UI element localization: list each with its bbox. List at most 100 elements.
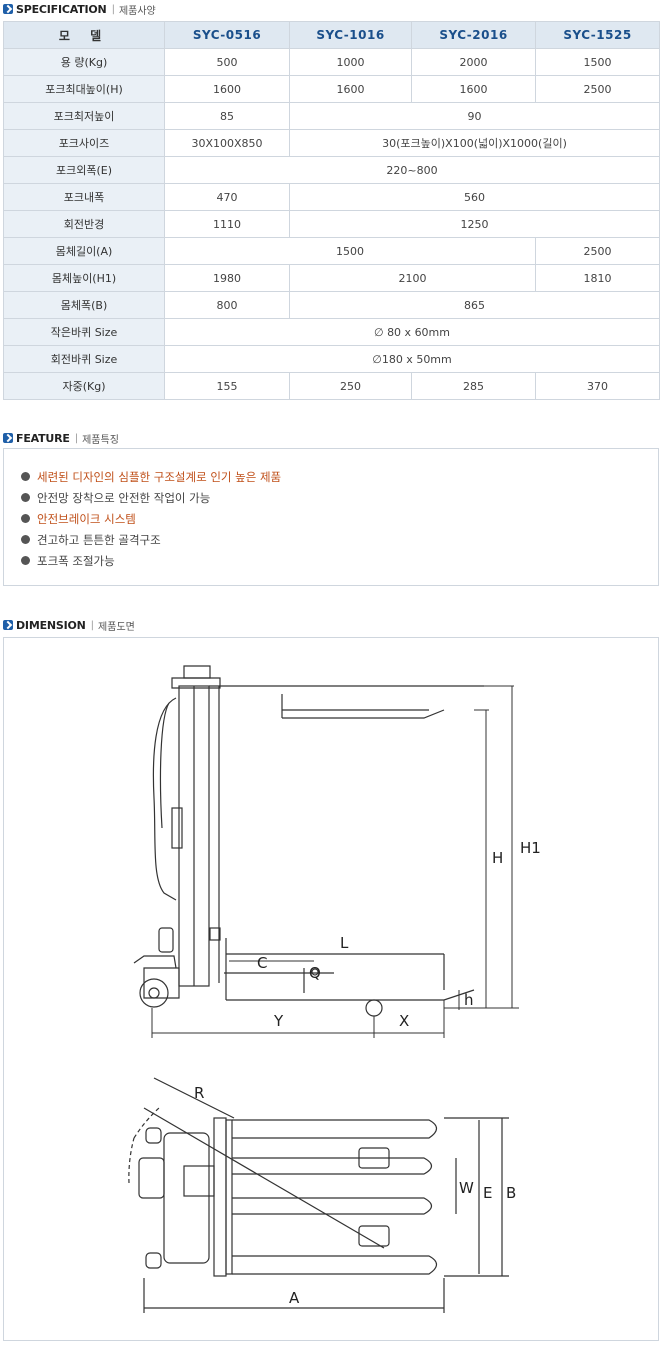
row-label: 회전바퀴 Size	[3, 345, 165, 373]
cell: 90	[289, 102, 660, 130]
spec-row-fork-min-height: 포크최저높이 85 90	[3, 102, 660, 130]
cell: 30(포크높이)X100(넓이)X1000(길이)	[289, 129, 660, 157]
label-a: A	[289, 1289, 300, 1307]
cell: 470	[164, 183, 290, 211]
model-name: SYC-2016	[411, 21, 536, 49]
row-label: 회전반경	[3, 210, 165, 238]
cell: 1600	[289, 75, 412, 103]
feature-item: 세련된 디자인의 심플한 구조설계로 인기 높은 제품	[21, 466, 281, 487]
feature-text: 안전브레이크 시스템	[37, 511, 136, 526]
label-e: E	[483, 1184, 492, 1202]
label-l: L	[340, 934, 349, 952]
dimension-lines	[151, 685, 519, 1038]
label-w: W	[459, 1179, 474, 1197]
feature-text: 안전망 장착으로 안전한 작업이 가능	[37, 490, 211, 505]
spec-row-turning-radius: 회전반경 1110 1250	[3, 210, 660, 238]
feature-text: 포크폭 조절가능	[37, 553, 115, 568]
cell: ∅ 80 x 60mm	[164, 318, 660, 346]
cell: 1810	[535, 264, 660, 292]
row-label: 포크사이즈	[3, 129, 165, 157]
spec-row-body-length: 몸체길이(A) 1500 2500	[3, 237, 660, 265]
cell: 155	[164, 372, 290, 400]
feature-section-header: FEATURE | 제품특징	[3, 429, 119, 447]
feature-item: 안전망 장착으로 안전한 작업이 가능	[21, 487, 281, 508]
row-label: 몸체높이(H1)	[3, 264, 165, 292]
model-name: SYC-1525	[535, 21, 660, 49]
dimension-section-header: DIMENSION | 제품도면	[3, 616, 135, 634]
label-r: R	[194, 1084, 204, 1102]
feature-text: 견고하고 튼튼한 골격구조	[37, 532, 161, 547]
row-label: 포크최저높이	[3, 102, 165, 130]
cell: 500	[164, 48, 290, 76]
feature-section-subtitle: 제품특징	[82, 434, 119, 446]
spec-row-fork-outer-width: 포크외폭(E) 220~800	[3, 156, 660, 184]
filled-circle-icon	[21, 514, 30, 523]
row-label: 포크내폭	[3, 183, 165, 211]
row-label: 포크외폭(E)	[3, 156, 165, 184]
cell: 1000	[289, 48, 412, 76]
spec-section-header: SPECIFICATION | 제품사양	[3, 0, 156, 18]
cell: 1250	[289, 210, 660, 238]
feature-list: 세련된 디자인의 심플한 구조설계로 인기 높은 제품 안전망 장착으로 안전한…	[21, 466, 281, 571]
feature-text: 세련된 디자인의 심플한 구조설계로 인기 높은 제품	[37, 469, 282, 484]
model-name: SYC-0516	[164, 21, 290, 49]
feature-item: 포크폭 조절가능	[21, 550, 281, 571]
model-header-label: 모 델	[3, 21, 165, 49]
spec-section-title: SPECIFICATION	[16, 2, 107, 16]
spec-row-swivel-wheel: 회전바퀴 Size ∅180 x 50mm	[3, 345, 660, 373]
filled-circle-icon	[21, 472, 30, 481]
spec-row-fork-max-height: 포크최대높이(H) 1600 1600 1600 2500	[3, 75, 660, 103]
check-square-icon	[3, 4, 13, 14]
cell: 220~800	[164, 156, 660, 184]
label-h: H	[492, 849, 503, 867]
spec-row-body-width: 몸체폭(B) 800 865	[3, 291, 660, 319]
filled-circle-icon	[21, 493, 30, 502]
row-label: 작은바퀴 Size	[3, 318, 165, 346]
label-small-h: h	[464, 991, 474, 1009]
row-label: 용 량(Kg)	[3, 48, 165, 76]
check-square-icon	[3, 433, 13, 443]
cell: 560	[289, 183, 660, 211]
cell: 30X100X850	[164, 129, 290, 157]
cell: 250	[289, 372, 412, 400]
feature-section-title: FEATURE	[16, 431, 70, 445]
filled-circle-icon	[21, 556, 30, 565]
spec-row-capacity: 용 량(Kg) 500 1000 2000 1500	[3, 48, 660, 76]
spec-section-subtitle: 제품사양	[118, 5, 156, 17]
spec-row-weight: 자중(Kg) 155 250 285 370	[3, 372, 660, 400]
spec-row-small-wheel: 작은바퀴 Size ∅ 80 x 60mm	[3, 318, 660, 346]
feature-item: 견고하고 튼튼한 골격구조	[21, 529, 281, 550]
dimension-section-title: DIMENSION	[16, 618, 86, 632]
cell: 285	[411, 372, 536, 400]
row-label: 몸체길이(A)	[3, 237, 165, 265]
cell: 2500	[535, 237, 660, 265]
cell: 2500	[535, 75, 660, 103]
dimension-section-subtitle: 제품도면	[98, 621, 135, 633]
label-x: X	[399, 1012, 409, 1030]
swivel-wheel	[139, 978, 169, 1008]
dimension-drawing-box: H1 H L C Q Y X h R W E B A	[3, 637, 659, 1341]
label-b: B	[506, 1184, 516, 1202]
top-view	[128, 1077, 509, 1313]
cell: 85	[164, 102, 290, 130]
label-h1: H1	[520, 839, 541, 857]
feature-box: 세련된 디자인의 심플한 구조설계로 인기 높은 제품 안전망 장착으로 안전한…	[3, 448, 659, 586]
handle	[152, 697, 177, 901]
row-label: 자중(Kg)	[3, 372, 165, 400]
cell: ∅180 x 50mm	[164, 345, 660, 373]
spec-table: 모 델 SYC-0516 SYC-1016 SYC-2016 SYC-1525 …	[3, 21, 660, 400]
check-square-icon	[3, 620, 13, 630]
spec-row-fork-size: 포크사이즈 30X100X850 30(포크높이)X100(넓이)X1000(길…	[3, 129, 660, 157]
spec-row-body-height: 몸체높이(H1) 1980 2100 1810	[3, 264, 660, 292]
feature-item: 안전브레이크 시스템	[21, 508, 281, 529]
cell: 1110	[164, 210, 290, 238]
model-name: SYC-1016	[289, 21, 412, 49]
row-label: 몸체폭(B)	[3, 291, 165, 319]
spec-row-fork-inner-width: 포크내폭 470 560	[3, 183, 660, 211]
cell: 1500	[535, 48, 660, 76]
label-c: C	[257, 954, 267, 972]
dimension-drawing: H1 H L C Q Y X h R W E B A	[128, 665, 541, 1313]
label-q: Q	[309, 964, 321, 982]
filled-circle-icon	[21, 535, 30, 544]
cell: 2100	[289, 264, 536, 292]
